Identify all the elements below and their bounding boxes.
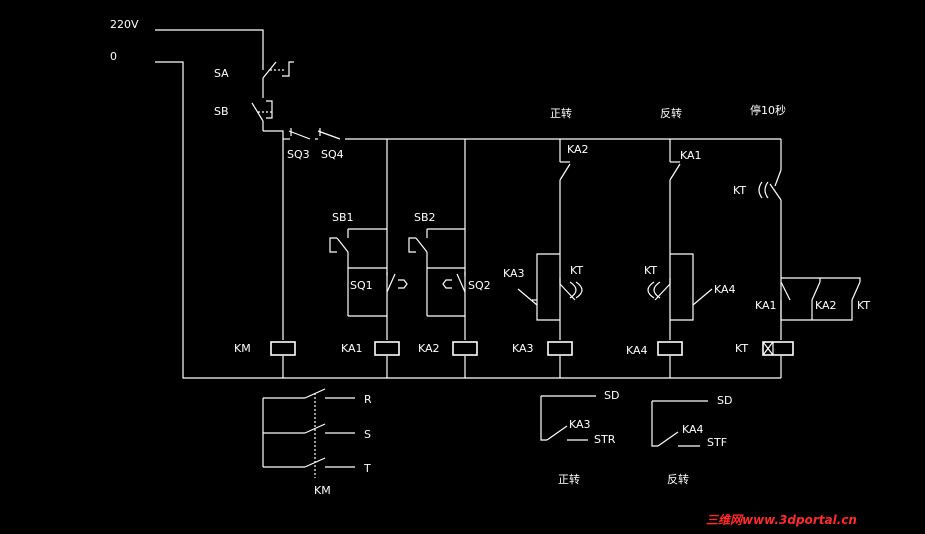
label-220v: 220V [110,18,139,31]
vertical-wiring [282,139,782,378]
label-km-motor: KM [314,484,331,497]
label-sb1: SB1 [332,211,354,224]
label-coil-kt: KT [735,342,748,355]
label-ka3-inv: KA3 [569,418,591,431]
sb-switch [251,100,284,139]
label-sb: SB [214,105,229,118]
inverter-fwd-contact [540,395,596,441]
label-coil-ka3: KA3 [512,342,534,355]
label-s: S [364,428,371,441]
supply-wiring [155,29,781,379]
label-kt-b3: KT [570,264,583,277]
coil-boxes [270,341,794,356]
label-sq4: SQ4 [321,148,344,161]
label-kt-b4: KT [644,264,657,277]
sa-switch [262,61,294,98]
branch1-contacts [329,228,408,317]
caption-inv-forward: 正转 [558,472,580,486]
label-sq2: SQ2 [468,279,491,292]
caption-inv-reverse: 反转 [667,472,689,486]
branch3-contacts [517,161,583,321]
label-ka1-contact: KA1 [680,149,702,162]
label-r: R [364,393,372,406]
label-ka4-inv: KA4 [682,423,704,436]
watermark: 三维网www.3dportal.cn [706,513,857,527]
label-ka4-contact: KA4 [714,283,736,296]
label-sd-rev: SD [717,394,732,407]
label-coil-ka4: KA4 [626,344,648,357]
branch4-contacts [647,161,713,321]
label-sd-fwd: SD [604,389,619,402]
sq3-sq4-contacts [283,128,781,140]
label-t: T [363,462,371,475]
branch2-contacts [408,228,466,317]
label-coil-km: KM [234,342,251,355]
label-ka2-contact: KA2 [567,143,589,156]
caption-stop10: 停10秒 [750,103,786,117]
caption-reverse: 反转 [660,106,682,120]
label-sq3: SQ3 [287,148,310,161]
label-sa: SA [214,67,229,80]
label-coil-ka2: KA2 [418,342,440,355]
label-sq1: SQ1 [350,279,373,292]
label-zero: 0 [110,50,117,63]
label-str: STR [594,433,616,446]
label-ka2-b5: KA2 [815,299,837,312]
branch5-contacts [758,169,861,321]
label-ka1-b5: KA1 [755,299,777,312]
label-sb2: SB2 [414,211,436,224]
label-ka3-contact: KA3 [503,267,525,280]
km-main-contacts [262,388,355,478]
inverter-rev-contact [651,400,708,447]
label-stf: STF [707,436,727,449]
label-coil-ka1: KA1 [341,342,363,355]
label-kt-b5: KT [857,299,870,312]
label-kt-timer: KT [733,184,746,197]
caption-forward: 正转 [550,106,572,120]
